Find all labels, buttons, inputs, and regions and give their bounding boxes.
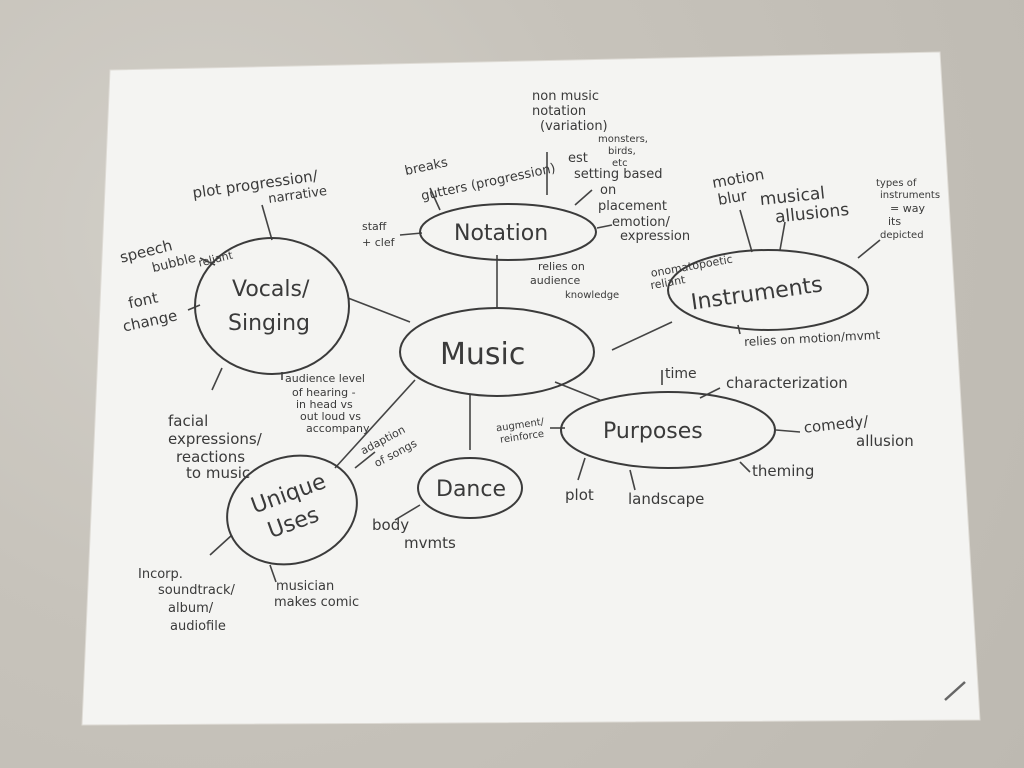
onomato-2: reliant — [649, 273, 687, 292]
vocals-node — [194, 237, 350, 375]
nonmusic-4: monsters, — [598, 134, 648, 145]
incorp-2: soundtrack/ — [158, 583, 236, 598]
audience-1: relies on — [538, 260, 585, 273]
vocals-label-2: Singing — [228, 311, 310, 336]
types-5: depicted — [880, 230, 924, 241]
audience-3: knowledge — [565, 290, 619, 301]
emotion-1: emotion/ — [612, 215, 671, 230]
types-2: instruments — [880, 190, 940, 201]
purposes-node — [560, 391, 776, 469]
est-3: on — [600, 183, 616, 198]
vocals-label-1: Vocals/ — [232, 277, 310, 302]
types-3: = way — [890, 202, 925, 215]
staff-2: + clef — [362, 236, 396, 249]
center-node — [399, 307, 595, 397]
dance-branches: body mvmts — [372, 516, 456, 552]
est-4: placement — [598, 199, 667, 214]
body-2: mvmts — [404, 534, 456, 552]
incorp-3: album/ — [168, 601, 214, 616]
emotion-2: expression — [620, 229, 690, 244]
dance-label: Dance — [436, 477, 506, 502]
facial-2: expressions/ — [168, 430, 263, 448]
landscape: landscape — [628, 490, 704, 508]
est-2: setting based — [574, 167, 662, 182]
purposes-branches: time characterization comedy/ allusion t… — [495, 366, 913, 508]
staff-1: staff — [362, 220, 387, 233]
musician-1: musician — [276, 579, 334, 594]
characterization: characterization — [726, 374, 848, 392]
aud-level-3: in head vs — [296, 398, 353, 411]
facial-3: reactions — [176, 448, 245, 466]
facial-1: facial — [168, 412, 208, 430]
paper-sheet — [81, 51, 981, 726]
pencil-mark — [944, 681, 966, 701]
dance-node — [417, 457, 523, 519]
incorp-4: audiofile — [170, 619, 226, 634]
musician-2: makes comic — [274, 595, 359, 610]
nonmusic-3: (variation) — [540, 119, 608, 134]
notation-node — [419, 203, 597, 261]
types-4: its — [888, 215, 901, 228]
aud-level-5: accompany — [306, 422, 370, 435]
aud-level-1: audience level — [285, 372, 365, 385]
body-1: body — [372, 516, 409, 534]
notation-label: Notation — [454, 221, 548, 246]
incorp-1: Incorp. — [138, 567, 183, 582]
nonmusic-5: birds, — [608, 146, 636, 157]
aud-level-2: of hearing - — [292, 386, 356, 399]
comedy-2: allusion — [856, 432, 914, 450]
theming: theming — [752, 462, 814, 480]
motion-2: blur — [716, 186, 749, 209]
purposes-label: Purposes — [603, 419, 703, 444]
aud-level-4: out loud vs — [300, 410, 361, 423]
plot: plot — [565, 486, 594, 504]
time: time — [665, 366, 697, 382]
center-label: Music — [440, 337, 525, 372]
audience-2: audience — [530, 274, 581, 287]
connections — [187, 152, 881, 583]
nonmusic-1: non music — [532, 89, 599, 104]
nonmusic-2: notation — [532, 104, 586, 119]
instruments-node — [667, 249, 869, 331]
unique-node — [226, 454, 358, 566]
est-1: est — [568, 151, 588, 166]
font-1: font — [127, 288, 160, 312]
types-1: types of — [876, 178, 917, 189]
facial-4: to music — [186, 464, 250, 482]
nonmusic-6: etc — [612, 158, 628, 169]
